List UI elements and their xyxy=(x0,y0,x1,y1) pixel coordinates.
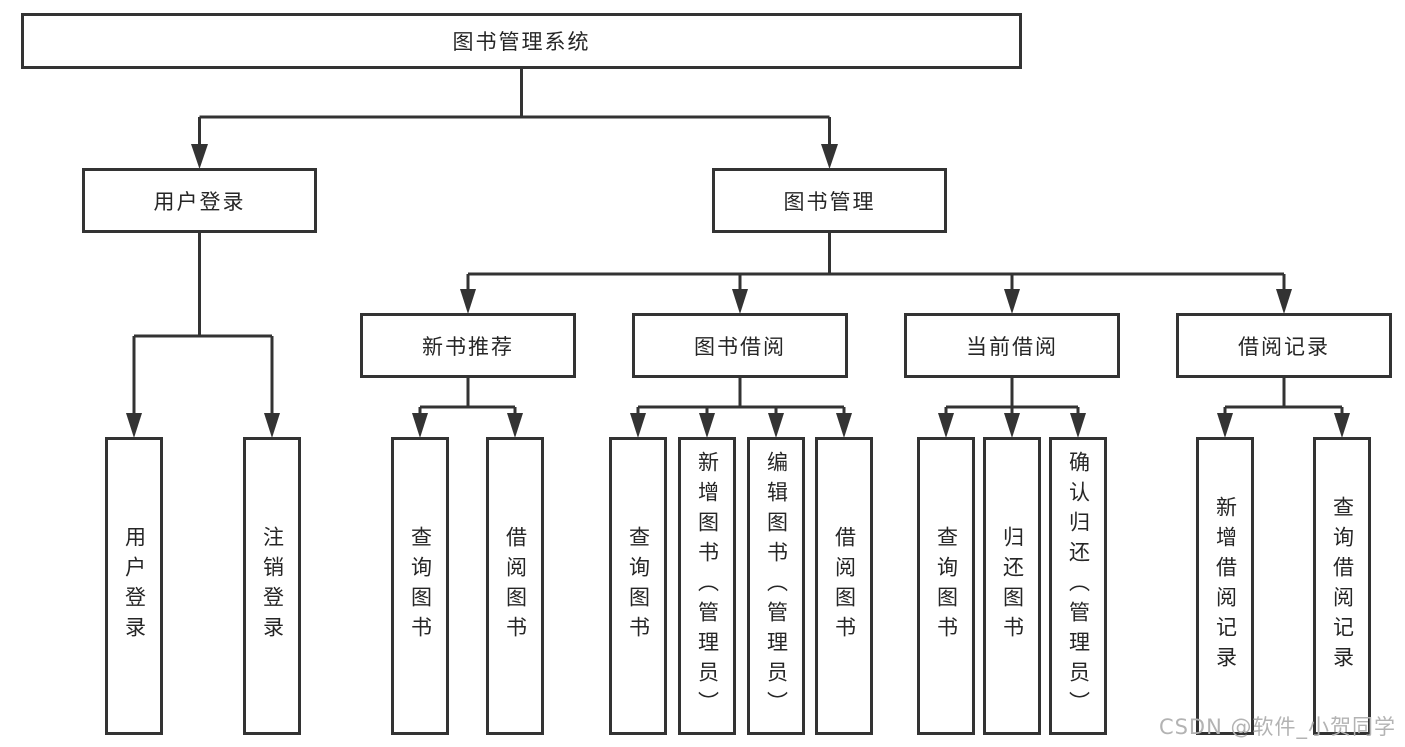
leaf-label: 归还图书 xyxy=(1000,526,1025,646)
node-user-login: 用户登录 xyxy=(82,168,317,233)
leaf-query-borrow-record: 查询借阅记录 xyxy=(1313,437,1371,735)
leaf-label: 新增图书（管理员） xyxy=(695,451,720,721)
leaf-label: 查询图书 xyxy=(408,526,433,646)
leaf-label: 注销登录 xyxy=(260,526,285,646)
leaf-label: 确认归还（管理员） xyxy=(1066,451,1091,721)
leaf-edit-book-admin: 编辑图书（管理员） xyxy=(747,437,805,735)
leaf-label: 查询图书 xyxy=(934,526,959,646)
leaf-label: 查询图书 xyxy=(626,526,651,646)
leaf-label: 编辑图书（管理员） xyxy=(764,451,789,721)
leaf-label: 用户登录 xyxy=(122,526,147,646)
leaf-borrow-query-book: 查询图书 xyxy=(609,437,667,735)
leaf-recommend-query-book: 查询图书 xyxy=(391,437,449,735)
leaf-confirm-return-admin: 确认归还（管理员） xyxy=(1049,437,1107,735)
leaf-label: 借阅图书 xyxy=(832,526,857,646)
node-book-management: 图书管理 xyxy=(712,168,947,233)
node-new-book-recommend: 新书推荐 xyxy=(360,313,576,378)
node-book-borrow: 图书借阅 xyxy=(632,313,848,378)
leaf-add-book-admin: 新增图书（管理员） xyxy=(678,437,736,735)
leaf-recommend-borrow-book: 借阅图书 xyxy=(486,437,544,735)
leaf-label: 新增借阅记录 xyxy=(1213,496,1238,676)
leaf-label: 借阅图书 xyxy=(503,526,528,646)
leaf-user-login: 用户登录 xyxy=(105,437,163,735)
leaf-label: 查询借阅记录 xyxy=(1330,496,1355,676)
arrowhead-group xyxy=(126,144,1350,438)
leaf-return-book: 归还图书 xyxy=(983,437,1041,735)
leaf-current-query-book: 查询图书 xyxy=(917,437,975,735)
leaf-add-borrow-record: 新增借阅记录 xyxy=(1196,437,1254,735)
node-borrow-record: 借阅记录 xyxy=(1176,313,1392,378)
leaf-logout: 注销登录 xyxy=(243,437,301,735)
node-root: 图书管理系统 xyxy=(21,13,1022,69)
node-current-borrow: 当前借阅 xyxy=(904,313,1120,378)
leaf-borrow-book: 借阅图书 xyxy=(815,437,873,735)
watermark: CSDN @软件_小贺同学 xyxy=(1158,715,1396,739)
